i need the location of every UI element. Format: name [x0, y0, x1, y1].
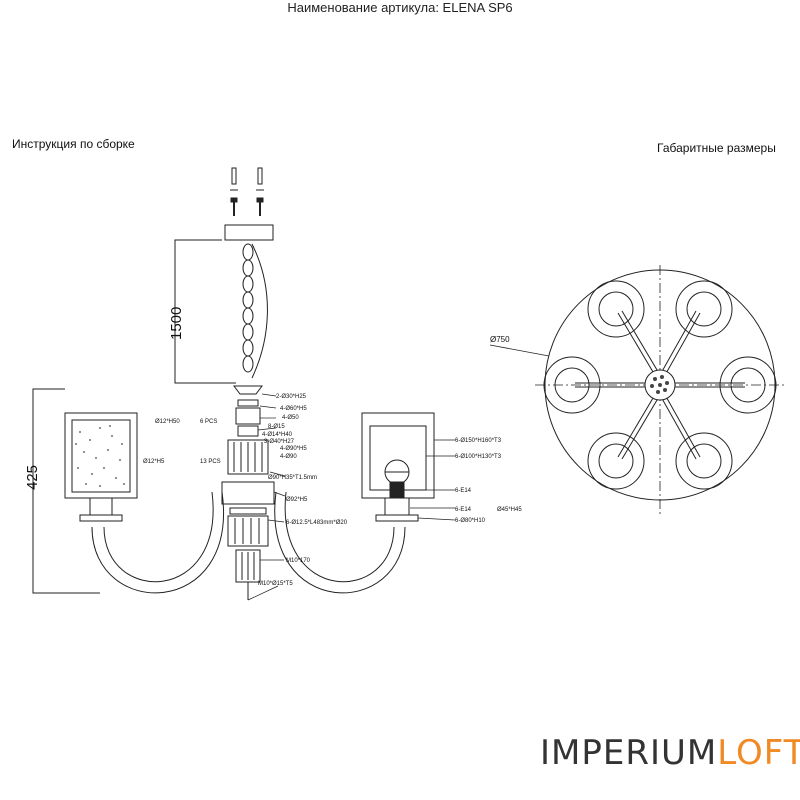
suspension-chain [242, 243, 268, 379]
overall-dimensions-title: Габаритные размеры [657, 141, 776, 155]
chain-length-label: 1500 [168, 307, 185, 340]
callout-21: 6-E14 [455, 507, 472, 513]
callout-16: M10*170 [286, 558, 311, 564]
callout-5: 4-Ø14*H40 [262, 432, 293, 438]
callout-2: 4-Ø60*H5 [280, 406, 307, 412]
callout-8: 4-Ø90 [280, 454, 297, 460]
callout-3: 4-Ø50 [282, 415, 299, 421]
callout-4: 8-Ø15 [268, 424, 285, 430]
callout-15: 6-Ø12.5*L483mm*Ø20 [286, 520, 348, 526]
callout-18: 6-Ø150*H160*T3 [455, 438, 502, 444]
front-view-drawing: 1500 [24, 167, 522, 601]
callout-20: 6-E14 [455, 488, 472, 494]
height-label: 425 [24, 465, 41, 490]
central-column [221, 385, 275, 600]
ceiling-canopy [224, 224, 274, 241]
callout-19: 6-Ø100*H130*T3 [455, 454, 502, 460]
article-name-label: Наименование артикула: ELENA SP6 [287, 0, 513, 15]
callout-14: Ø92*H5 [286, 497, 308, 503]
callout-7: 4-Ø90*H5 [280, 446, 307, 452]
mounting-screws-icon [230, 167, 264, 216]
callout-17: M10*Ø15*T5 [258, 581, 293, 587]
callout-22: Ø45*H45 [497, 507, 522, 513]
height-dimension-line [32, 388, 100, 594]
callout-12: 13 PCS [200, 459, 221, 465]
top-view-drawing: Ø750 [489, 265, 785, 515]
callout-23: 6-Ø80*H10 [455, 518, 486, 524]
callout-10: 6 PCS [200, 419, 217, 425]
callout-11: Ø12*H5 [143, 459, 165, 465]
chain-length-dimension-line [174, 239, 236, 384]
brand-logo-part2: LOFT [717, 733, 800, 773]
overall-diameter-circle [544, 269, 776, 501]
diameter-label: Ø750 [490, 335, 510, 344]
arms-top [575, 310, 745, 460]
center-hub [644, 369, 676, 401]
brand-logo: IMPERIUMLOFT [540, 733, 800, 773]
assembly-instructions-title: Инструкция по сборке [12, 137, 135, 151]
left-arm-shade [64, 412, 224, 594]
shades-top [543, 280, 777, 490]
callout-13: Ø90*H35*T1.5mm [268, 475, 317, 481]
brand-logo-part1: IMPERIUM [540, 733, 718, 773]
callout-6: 3-Ø40*H27 [264, 439, 295, 445]
callout-9: Ø12*H50 [155, 419, 180, 425]
callout-1: 2-Ø30*H25 [276, 394, 307, 400]
